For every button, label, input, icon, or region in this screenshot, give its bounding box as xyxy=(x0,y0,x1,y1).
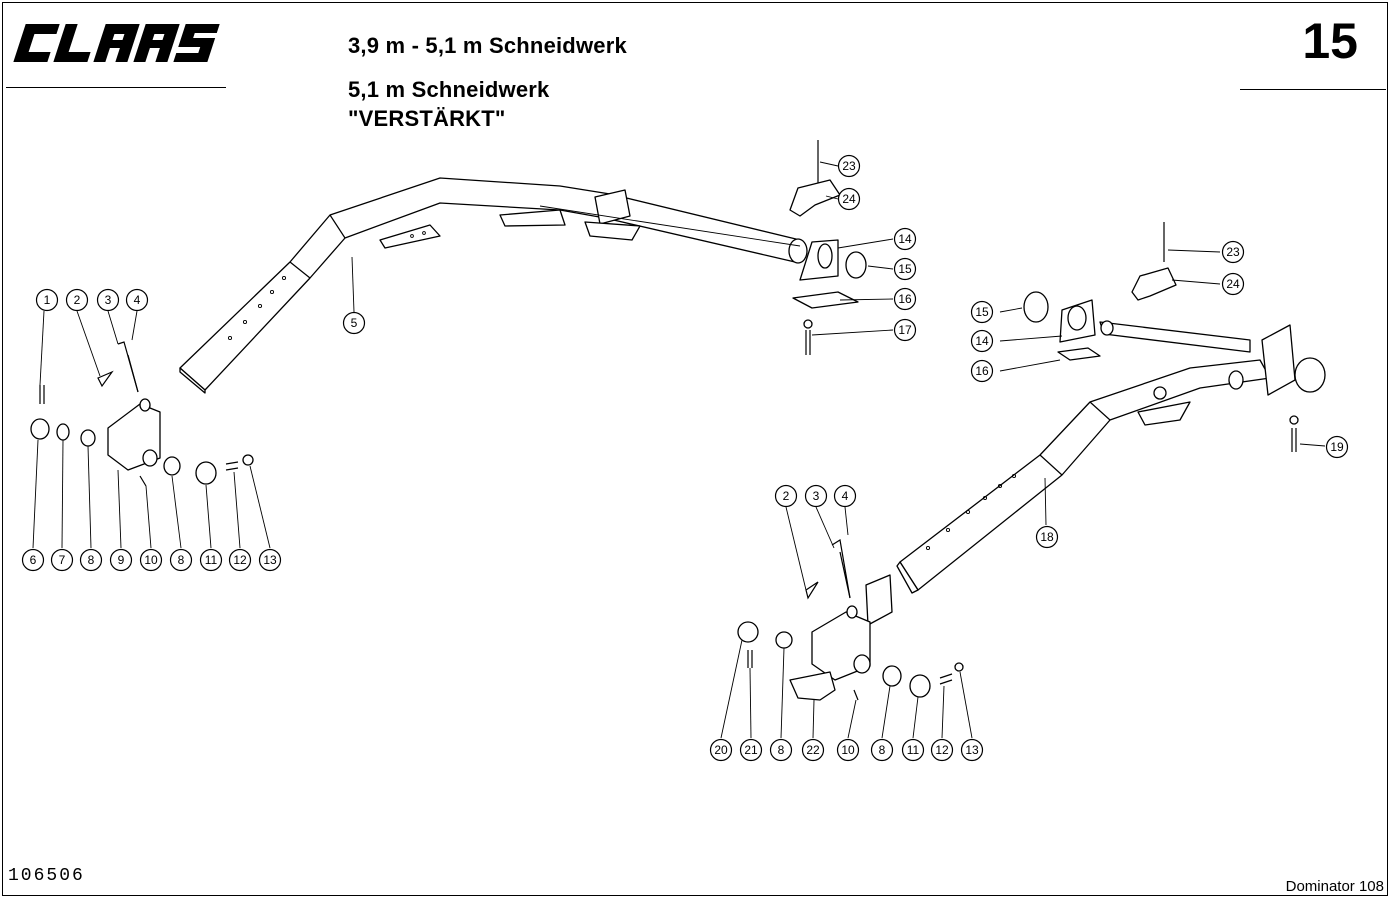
callout: 16 xyxy=(893,287,917,311)
svg-text:24: 24 xyxy=(842,192,856,206)
svg-text:8: 8 xyxy=(879,743,886,757)
page-number: 15 xyxy=(1302,13,1358,69)
svg-text:15: 15 xyxy=(975,305,989,319)
callout: 1 xyxy=(35,288,59,312)
svg-text:14: 14 xyxy=(898,232,912,246)
callout: 8 xyxy=(79,548,103,572)
svg-text:20: 20 xyxy=(714,743,728,757)
svg-text:18: 18 xyxy=(1040,530,1054,544)
callout: 23 xyxy=(1221,240,1245,264)
right-frame-beam xyxy=(865,320,1326,626)
callouts-top-right: 23 24 14 15 16 17 xyxy=(837,154,917,342)
title-line-3: "VERSTÄRKT" xyxy=(348,106,506,131)
svg-text:3: 3 xyxy=(813,489,820,503)
callout: 10 xyxy=(836,738,860,762)
svg-text:17: 17 xyxy=(898,323,912,337)
header-rule-left xyxy=(6,87,226,88)
svg-text:23: 23 xyxy=(842,159,856,173)
callouts-left: 1 2 3 4 5 6 7 8 9 10 8 11 12 13 xyxy=(21,288,366,572)
svg-text:6: 6 xyxy=(30,553,37,567)
callout: 24 xyxy=(1221,272,1245,296)
claas-logo xyxy=(13,24,220,62)
callout: 12 xyxy=(930,738,954,762)
svg-text:3: 3 xyxy=(105,293,112,307)
callouts-right: 23 24 15 14 16 19 18 2 3 4 20 21 8 22 10… xyxy=(709,240,1349,762)
callout: 5 xyxy=(342,311,366,335)
callout: 3 xyxy=(804,484,828,508)
callout: 9 xyxy=(109,548,133,572)
callout: 15 xyxy=(970,300,994,324)
svg-text:13: 13 xyxy=(263,553,277,567)
callout: 8 xyxy=(769,738,793,762)
svg-text:23: 23 xyxy=(1226,245,1240,259)
svg-text:2: 2 xyxy=(783,489,790,503)
callout: 18 xyxy=(1035,525,1059,549)
left-hitch-assembly xyxy=(30,310,271,549)
callout: 8 xyxy=(169,548,193,572)
svg-text:1: 1 xyxy=(44,293,51,307)
callout: 13 xyxy=(960,738,984,762)
callout: 20 xyxy=(709,738,733,762)
callout: 21 xyxy=(739,738,763,762)
callout: 10 xyxy=(139,548,163,572)
svg-text:12: 12 xyxy=(233,553,247,567)
svg-text:15: 15 xyxy=(898,262,912,276)
callout: 15 xyxy=(893,257,917,281)
svg-text:12: 12 xyxy=(935,743,949,757)
svg-text:16: 16 xyxy=(898,292,912,306)
callout: 8 xyxy=(870,738,894,762)
svg-text:10: 10 xyxy=(841,743,855,757)
callout: 2 xyxy=(774,484,798,508)
svg-text:8: 8 xyxy=(778,743,785,757)
svg-text:24: 24 xyxy=(1226,277,1240,291)
callout: 2 xyxy=(65,288,89,312)
callout: 16 xyxy=(970,359,994,383)
svg-text:22: 22 xyxy=(806,743,820,757)
svg-text:14: 14 xyxy=(975,334,989,348)
svg-text:2: 2 xyxy=(74,293,81,307)
callout: 22 xyxy=(801,738,825,762)
callout: 13 xyxy=(258,548,282,572)
svg-text:4: 4 xyxy=(134,293,141,307)
svg-text:7: 7 xyxy=(59,553,66,567)
callout: 3 xyxy=(96,288,120,312)
callout: 14 xyxy=(970,329,994,353)
svg-text:11: 11 xyxy=(205,553,218,567)
model-name: Dominator 108 xyxy=(1285,878,1384,895)
right-upper-parts xyxy=(999,222,1326,452)
svg-text:8: 8 xyxy=(88,553,95,567)
callout: 7 xyxy=(50,548,74,572)
svg-text:9: 9 xyxy=(118,553,125,567)
svg-text:10: 10 xyxy=(144,553,158,567)
callout: 6 xyxy=(21,548,45,572)
svg-text:19: 19 xyxy=(1330,440,1344,454)
svg-text:4: 4 xyxy=(842,489,849,503)
svg-text:13: 13 xyxy=(965,743,979,757)
svg-text:11: 11 xyxy=(907,743,920,757)
callout: 4 xyxy=(833,484,857,508)
svg-text:16: 16 xyxy=(975,364,989,378)
callout: 12 xyxy=(228,548,252,572)
upper-bracket-parts xyxy=(789,140,894,355)
callout: 23 xyxy=(837,154,861,178)
title-line-1: 3,9 m - 5,1 m Schneidwerk xyxy=(348,33,627,58)
right-hitch-assembly xyxy=(720,506,973,739)
svg-text:5: 5 xyxy=(351,316,358,330)
callout: 14 xyxy=(893,227,917,251)
callout: 11 xyxy=(901,738,925,762)
svg-text:8: 8 xyxy=(178,553,185,567)
left-frame-beam xyxy=(179,177,808,394)
header-rule-right xyxy=(1240,89,1386,90)
callout: 17 xyxy=(893,318,917,342)
callout: 11 xyxy=(199,548,223,572)
document-number: 106506 xyxy=(8,866,85,886)
callout: 24 xyxy=(837,187,861,211)
callout: 4 xyxy=(125,288,149,312)
svg-text:21: 21 xyxy=(744,743,758,757)
title-line-2: 5,1 m Schneidwerk xyxy=(348,77,550,102)
callout: 19 xyxy=(1325,435,1349,459)
